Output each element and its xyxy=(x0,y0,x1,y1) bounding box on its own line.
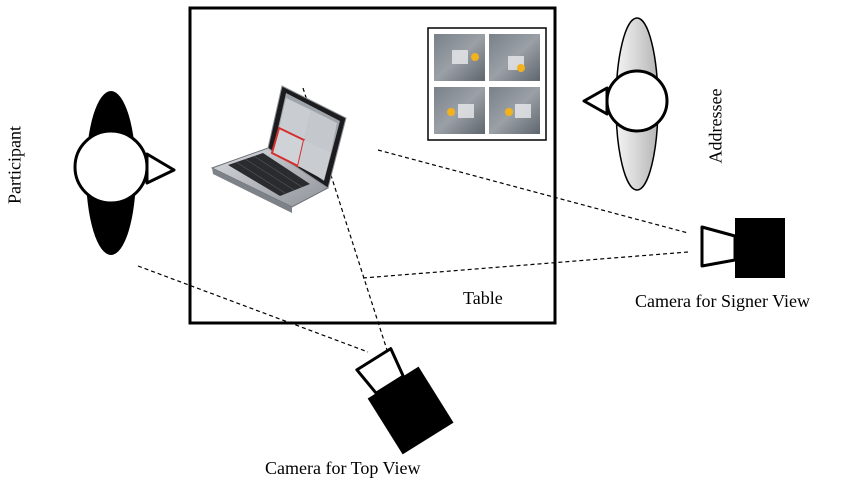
participant-head xyxy=(73,129,149,205)
sight-line-signer-upper xyxy=(377,149,689,234)
addressee-label: Addressee xyxy=(705,88,726,164)
camera-signer-label: Camera for Signer View xyxy=(635,291,811,311)
table xyxy=(188,6,557,325)
stimulus-thumbnail xyxy=(489,87,540,134)
camera-signer-body xyxy=(735,218,785,278)
ball-icon xyxy=(505,108,513,116)
ball-icon xyxy=(471,53,479,61)
addressee-figure xyxy=(582,17,669,191)
ball-icon xyxy=(517,64,525,72)
sight-lines xyxy=(137,87,689,353)
addressee-nose xyxy=(582,86,609,116)
camera-signer-lens xyxy=(700,225,737,268)
sight-line-signer-lower xyxy=(362,251,689,279)
sight-line-top-left xyxy=(137,265,369,353)
stimulus-thumbnail xyxy=(434,34,485,81)
camera-top-label: Camera for Top View xyxy=(265,458,421,478)
participant-label: Participant xyxy=(4,126,25,204)
stimulus-thumbnail xyxy=(489,34,540,81)
stimulus-thumbnail xyxy=(434,87,485,134)
laptop-icon xyxy=(210,85,347,213)
participant-nose xyxy=(145,152,176,185)
camera-top-body xyxy=(367,366,454,455)
participant-figure xyxy=(73,91,176,255)
table-label: Table xyxy=(463,288,503,308)
addressee-head xyxy=(605,69,669,133)
camera-top-lens xyxy=(355,347,405,395)
stimulus-panel xyxy=(427,27,547,141)
ball-icon xyxy=(447,108,455,116)
camera-signer-icon xyxy=(700,218,785,278)
camera-top-icon xyxy=(355,347,454,455)
